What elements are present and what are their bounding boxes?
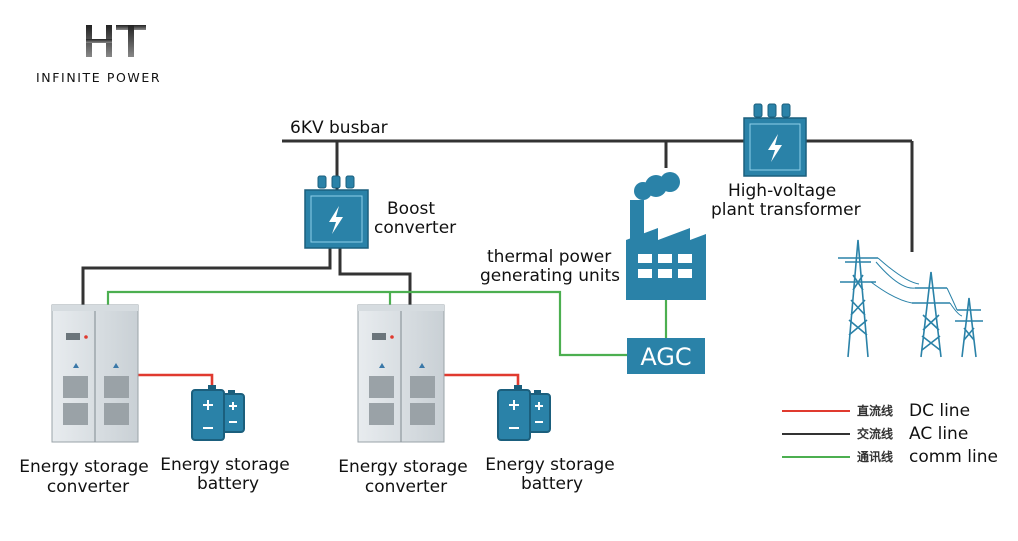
legend: 直流线 DC line 交流线 AC line 通讯线 comm line (782, 401, 998, 467)
ac-lines (81, 139, 914, 307)
legend-item-dc: 直流线 DC line (782, 401, 970, 421)
hv-label-line1: High-voltage (728, 181, 836, 201)
factory-windows (638, 254, 692, 278)
busbar-label: 6KV busbar (290, 118, 388, 138)
battery-1-label-line2: battery (197, 474, 259, 494)
converter-2-label-line1: Energy storage (338, 457, 468, 477)
lightning-icon (329, 206, 343, 234)
legend-comm-cn: 通讯线 (857, 449, 893, 464)
factory-building (626, 228, 706, 300)
chimney (630, 200, 644, 240)
transmission-towers-icon (838, 239, 983, 358)
legend-comm-en: comm line (909, 447, 998, 467)
boost-bushings (317, 175, 355, 189)
thermal-label-line1: thermal power (487, 247, 611, 267)
smoke-icon (634, 172, 680, 200)
lightning-icon (768, 134, 782, 162)
legend-dc-cn: 直流线 (857, 403, 893, 418)
converter-2-label-line2: converter (365, 477, 447, 497)
agc-box: AGC (627, 338, 705, 374)
thermal-label-line2: generating units (480, 266, 620, 286)
battery-icon (191, 385, 245, 441)
boost-label-line2: converter (374, 218, 456, 238)
brand-logo: INFINITE POWER (36, 25, 161, 85)
battery-2-label-line2: battery (521, 474, 583, 494)
converter-1-label-line1: Energy storage (19, 457, 149, 477)
storage-converter-1 (51, 304, 139, 443)
storage-converter-2 (357, 304, 445, 443)
battery-1-label-line1: Energy storage (160, 455, 290, 475)
hv-bushings (753, 103, 791, 118)
battery-2-label-line1: Energy storage (485, 455, 615, 475)
logo-tagline: INFINITE POWER (36, 70, 161, 85)
boost-converter (304, 175, 369, 249)
legend-ac-en: AC line (909, 424, 968, 444)
dc-lines (138, 373, 520, 390)
legend-ac-cn: 交流线 (857, 426, 893, 441)
hv-label-line2: plant transformer (711, 200, 861, 220)
legend-dc-en: DC line (909, 401, 970, 421)
battery-icon (497, 385, 551, 441)
hv-transformer (743, 103, 807, 177)
agc-label: AGC (640, 343, 691, 371)
boost-label-line1: Boost (387, 199, 435, 219)
converter-1-label-line2: converter (47, 477, 129, 497)
legend-item-comm: 通讯线 comm line (782, 447, 998, 467)
thermal-plant (626, 172, 706, 300)
legend-item-ac: 交流线 AC line (782, 424, 968, 444)
ht-logo-mark (86, 25, 146, 57)
